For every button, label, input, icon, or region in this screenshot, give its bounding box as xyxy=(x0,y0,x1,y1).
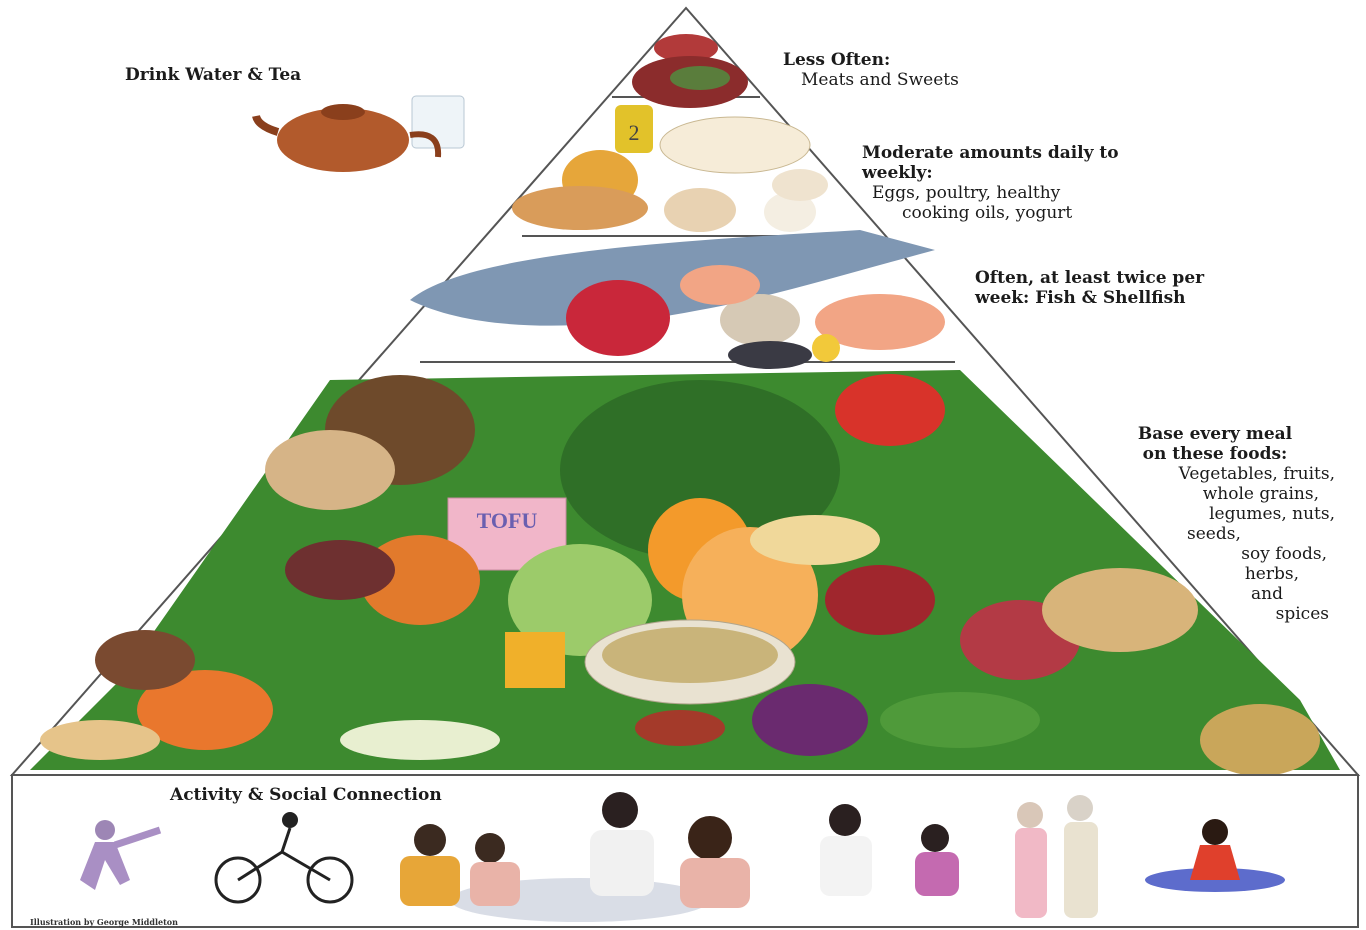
water-glass-icon xyxy=(412,96,464,148)
less-often-title: Less Often: xyxy=(783,50,890,70)
moderate-detail-line1: Eggs, poultry, healthy xyxy=(862,183,1119,203)
drink-water-tea-label: Drink Water & Tea xyxy=(125,65,301,85)
base-label: Base every meal on these foods: Vegetabl… xyxy=(1095,424,1335,624)
base-item-4: soy foods, xyxy=(1095,544,1335,564)
drink-title: Drink Water & Tea xyxy=(125,65,301,85)
illustration-credit: Illustration by George Middleton xyxy=(30,917,178,927)
base-item-0: Vegetables, fruits, xyxy=(1095,464,1335,484)
base-item-2: legumes, nuts, xyxy=(1095,504,1335,524)
fish-shellfish-group xyxy=(410,230,945,369)
often-title-line2: week: Fish & Shellfish xyxy=(975,288,1186,308)
meats-sweets-group xyxy=(632,34,748,108)
oil-bottle-label: 2 xyxy=(629,120,640,145)
base-item-6: and xyxy=(1095,584,1335,604)
base-item-5: herbs, xyxy=(1095,564,1335,584)
moderate-title-line1: Moderate amounts daily to xyxy=(862,143,1119,163)
base-item-1: whole grains, xyxy=(1095,484,1335,504)
tofu-label: TOFU xyxy=(477,508,538,533)
moderate-detail-line2: cooking oils, yogurt xyxy=(862,203,1119,223)
moderate-label: Moderate amounts daily to weekly: Eggs, … xyxy=(862,143,1119,223)
often-label: Often, at least twice per week: Fish & S… xyxy=(975,268,1204,308)
moderate-title-line2: weekly: xyxy=(862,163,933,183)
teapot-and-glass xyxy=(256,96,464,172)
activity-title: Activity & Social Connection xyxy=(170,785,442,805)
base-title-line2: on these foods: xyxy=(1143,444,1288,464)
less-often-detail: Meats and Sweets xyxy=(783,70,959,90)
base-item-3: seeds, xyxy=(1095,524,1335,544)
moderate-foods-group: 2 xyxy=(512,105,828,232)
less-often-label: Less Often: Meats and Sweets xyxy=(783,50,959,90)
base-item-7: spices xyxy=(1095,604,1335,624)
often-title-line1: Often, at least twice per xyxy=(975,268,1204,288)
base-title-line1: Base every meal xyxy=(1138,424,1292,444)
